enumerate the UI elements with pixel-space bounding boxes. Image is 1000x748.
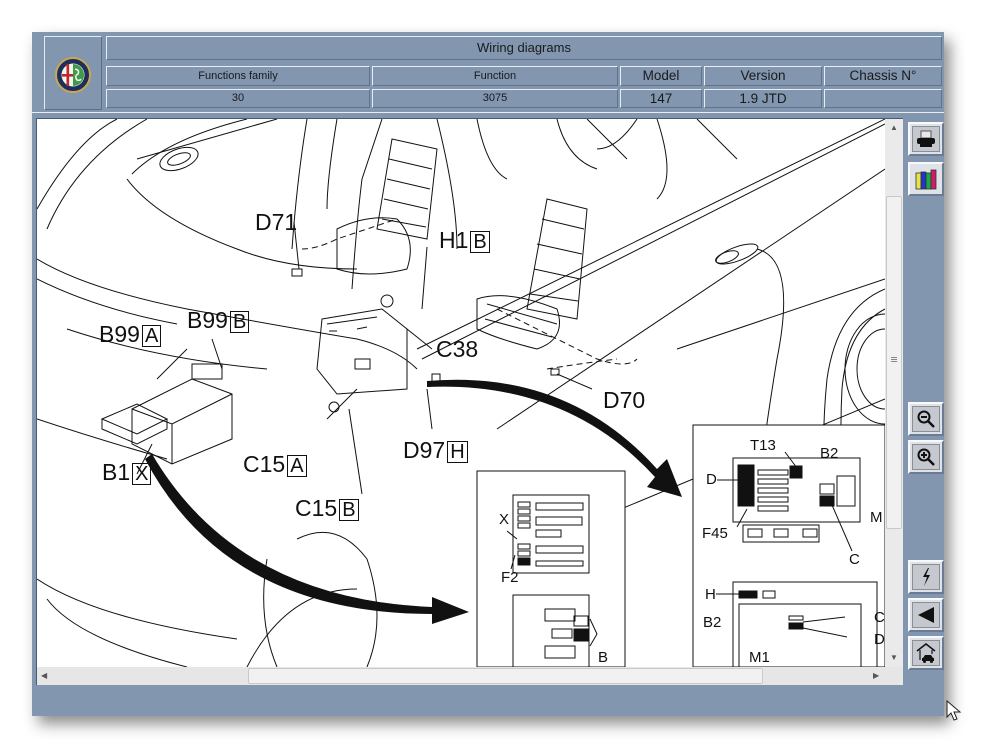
label-box: H — [447, 441, 468, 463]
lightning-icon — [923, 568, 930, 586]
label-code: B99 — [99, 321, 140, 347]
label-box: B — [339, 499, 359, 521]
zoom-out-icon — [917, 410, 935, 428]
label-code: D70 — [603, 387, 646, 413]
label-code: B1 — [102, 459, 131, 485]
label-box: A — [141, 325, 162, 347]
label-box: B — [229, 311, 250, 333]
label-code: D97 — [403, 437, 446, 463]
back-button[interactable] — [908, 598, 944, 632]
label-box: B — [470, 231, 490, 253]
vertical-scroll-thumb[interactable] — [886, 196, 902, 530]
detail-right-B2: B2 — [820, 445, 839, 462]
detail-bottom-B2: B2 — [703, 614, 722, 631]
label-code: D71 — [255, 209, 298, 235]
scrollbar-corner — [885, 667, 903, 685]
label-code: C15 — [295, 495, 338, 521]
scroll-up-arrow[interactable]: ▲ — [890, 123, 898, 132]
model-value: 147 — [620, 89, 702, 108]
detail-left-B: B — [598, 649, 609, 666]
detail-bottom-C: C — [874, 609, 885, 626]
scroll-left-arrow[interactable]: ◀ — [41, 671, 48, 680]
detail-left-X: X — [499, 511, 510, 528]
label-code: H1 — [439, 227, 469, 253]
label-code: B99 — [187, 307, 228, 333]
zoom-in-icon — [917, 448, 935, 466]
mouse-cursor-icon — [946, 700, 962, 721]
zoom-in-button[interactable] — [908, 440, 944, 474]
label-D70[interactable]: D70 — [603, 389, 645, 412]
home-button[interactable] — [908, 636, 944, 670]
label-code: C15 — [243, 451, 286, 477]
label-box: A — [287, 455, 307, 477]
logo-cell — [44, 36, 102, 110]
horizontal-scroll-thumb[interactable] — [248, 668, 764, 684]
chassis-label: Chassis N° — [824, 66, 942, 86]
detail-right-F45: F45 — [702, 525, 728, 542]
car-wiring-drawing — [37, 119, 885, 667]
header-divider — [32, 112, 944, 113]
model-label: Model — [620, 66, 702, 86]
label-C38[interactable]: C38 — [436, 338, 478, 361]
home-car-icon — [916, 643, 936, 663]
detail-right-M: M — [870, 509, 883, 526]
detail-right-C: C — [849, 551, 860, 568]
detail-bottom-M1: M1 — [749, 649, 770, 666]
version-label: Version — [704, 66, 822, 86]
vertical-scrollbar[interactable]: ▲ ▼ — [885, 119, 903, 667]
function-label: Function — [372, 66, 618, 86]
function-value: 3075 — [372, 89, 618, 108]
library-button[interactable] — [908, 162, 944, 196]
printer-icon — [917, 130, 935, 147]
scroll-right-arrow[interactable]: ▶ — [873, 671, 880, 680]
detail-right-T13: T13 — [750, 437, 776, 454]
books-icon — [915, 169, 937, 190]
horizontal-scrollbar[interactable]: ◀ ▶ — [37, 667, 885, 685]
back-arrow-icon — [918, 607, 934, 623]
electrical-button[interactable] — [908, 560, 944, 594]
print-button[interactable] — [908, 122, 944, 156]
version-value: 1.9 JTD — [704, 89, 822, 108]
label-code: C38 — [436, 336, 479, 362]
label-D71[interactable]: D71 — [255, 211, 297, 234]
label-box: X — [132, 463, 152, 485]
detail-left-F2: F2 — [501, 569, 519, 586]
functions-family-label: Functions family — [106, 66, 370, 86]
zoom-out-button[interactable] — [908, 402, 944, 436]
detail-right-D: D — [706, 471, 717, 488]
scroll-down-arrow[interactable]: ▼ — [890, 653, 898, 662]
alfa-romeo-logo — [55, 57, 91, 93]
detail-bottom-H: H — [705, 586, 716, 603]
functions-family-value: 30 — [106, 89, 370, 108]
chassis-value — [824, 89, 942, 108]
wiring-diagram-window: Wiring diagrams Functions family Functio… — [32, 32, 944, 716]
window-title: Wiring diagrams — [106, 36, 942, 60]
detail-bottom-D: D — [874, 631, 885, 648]
